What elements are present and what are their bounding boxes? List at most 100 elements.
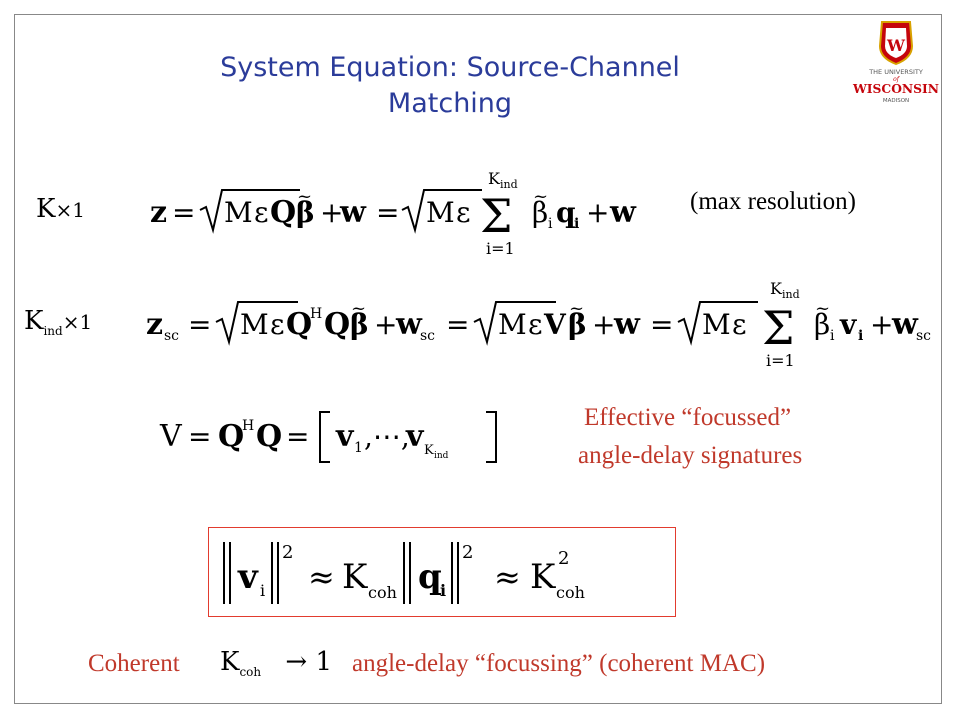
svg-text:≈: ≈ (308, 558, 335, 596)
svg-text:coh: coh (556, 583, 585, 602)
svg-text:β: β (532, 196, 548, 229)
svg-text:=: = (650, 308, 673, 341)
svg-text:i=1: i=1 (766, 351, 795, 370)
svg-text:w: w (339, 195, 367, 230)
svg-text:ε: ε (456, 196, 471, 229)
title-line-2: Matching (387, 88, 513, 119)
svg-text:z: z (146, 307, 163, 342)
uw-madison-logo: W THE UNIVERSITY of WISCONSIN MADISON (852, 18, 948, 114)
bottom-coherent-label: Coherent (88, 650, 180, 677)
svg-text:ε: ε (732, 308, 747, 341)
svg-text:M: M (224, 196, 253, 229)
slide-frame (14, 14, 942, 704)
equation-z-sc: z sc = M ε Q H Q β ~ + w sc = M ε V β ~ … (146, 279, 931, 370)
svg-text:,⋯,: ,⋯, (364, 420, 410, 453)
equation-z: z = M ε Q β ~ + w = M ε Σ K ind i=1 β ~ … (150, 169, 637, 258)
svg-text:~: ~ (815, 298, 830, 319)
logo-text-bottom: MADISON (883, 98, 909, 104)
svg-text:M: M (498, 308, 527, 341)
logo-text-main: WISCONSIN (852, 82, 939, 96)
svg-text:V: V (159, 419, 183, 454)
equation-v: V = Q H Q = v 1 ,⋯, v K ind (159, 411, 497, 463)
svg-text:w: w (613, 307, 641, 342)
note-effective-line-1: Effective “focussed” (584, 404, 792, 431)
svg-text:2: 2 (462, 542, 473, 563)
svg-text:ind: ind (782, 288, 800, 301)
svg-text:=: = (446, 308, 469, 341)
svg-text:ind: ind (500, 178, 518, 191)
svg-text:V: V (543, 308, 567, 341)
svg-text:M: M (702, 308, 731, 341)
svg-text:K: K (770, 279, 783, 298)
svg-text:Σ: Σ (480, 189, 513, 243)
svg-text:coh: coh (368, 583, 397, 602)
svg-text:q: q (418, 557, 442, 597)
svg-text:+: + (870, 308, 893, 341)
svg-text:Q: Q (218, 419, 244, 454)
svg-text:~: ~ (351, 298, 366, 319)
highlight-box (208, 527, 676, 617)
dim-label-kind-by-1: Kind×1 (24, 306, 93, 339)
svg-text:i: i (548, 216, 553, 232)
svg-text:~: ~ (533, 186, 548, 207)
svg-text:w: w (891, 307, 919, 342)
svg-text:K: K (424, 443, 434, 458)
svg-text:z: z (150, 195, 167, 230)
svg-text:Q: Q (286, 307, 312, 342)
note-effective-line-2: angle-delay signatures (578, 442, 803, 469)
svg-text:+: + (586, 196, 609, 229)
svg-text:=: = (172, 196, 195, 229)
svg-text:K: K (530, 557, 556, 597)
svg-text:β: β (814, 308, 830, 341)
svg-text:v: v (405, 419, 425, 454)
svg-text:i: i (830, 328, 835, 344)
svg-text:v: v (237, 557, 259, 597)
svg-text:H: H (242, 418, 254, 434)
svg-text:=: = (286, 420, 309, 453)
bottom-k-coh-arrow-one: Kcoh → 1 (220, 647, 332, 680)
svg-text:i: i (440, 581, 446, 600)
svg-text:≈: ≈ (494, 558, 521, 596)
svg-text:ε: ε (270, 308, 285, 341)
svg-text:+: + (374, 308, 397, 341)
svg-text:Q: Q (256, 419, 282, 454)
dim-label-k-by-1: K×1 (36, 194, 85, 224)
svg-text:sc: sc (420, 328, 435, 344)
svg-text:2: 2 (558, 548, 569, 569)
svg-text:Q: Q (324, 307, 350, 342)
uw-crest-icon: W THE UNIVERSITY of WISCONSIN MADISON (852, 21, 939, 104)
svg-text:=: = (188, 420, 211, 453)
svg-text:M: M (426, 196, 455, 229)
svg-text:i=1: i=1 (486, 239, 515, 258)
svg-text:K: K (488, 169, 501, 188)
svg-text:M: M (240, 308, 269, 341)
svg-text:i: i (858, 328, 863, 344)
svg-text:+: + (592, 308, 615, 341)
svg-text:w: w (609, 195, 637, 230)
svg-text:q: q (556, 196, 576, 229)
bottom-focussing-label: angle-delay “focussing” (coherent MAC) (352, 650, 766, 677)
equation-norm-approx: v i 2 ≈ K coh q i 2 ≈ K 2 coh (223, 542, 585, 604)
svg-text:Σ: Σ (762, 301, 795, 355)
svg-text:Q: Q (270, 195, 296, 230)
svg-text:W: W (886, 36, 906, 55)
svg-text:+: + (320, 196, 343, 229)
svg-text:i: i (260, 581, 265, 600)
svg-text:sc: sc (916, 328, 931, 344)
svg-text:ind: ind (434, 451, 449, 461)
svg-text:~: ~ (569, 298, 584, 319)
note-max-resolution: (max resolution) (690, 188, 856, 215)
svg-text:β: β (296, 196, 315, 229)
svg-text:β: β (568, 308, 587, 341)
svg-text:~: ~ (297, 186, 312, 207)
logo-text-of: of (893, 76, 901, 83)
slide-title: System Equation: Source-Channel Matching (60, 50, 840, 122)
svg-text:K: K (342, 557, 368, 597)
svg-text:ε: ε (254, 196, 269, 229)
svg-text:v: v (839, 308, 857, 341)
svg-text:sc: sc (164, 328, 179, 344)
svg-text:=: = (376, 196, 399, 229)
svg-text:w: w (395, 307, 423, 342)
svg-text:β: β (350, 308, 369, 341)
svg-text:v: v (335, 419, 355, 454)
